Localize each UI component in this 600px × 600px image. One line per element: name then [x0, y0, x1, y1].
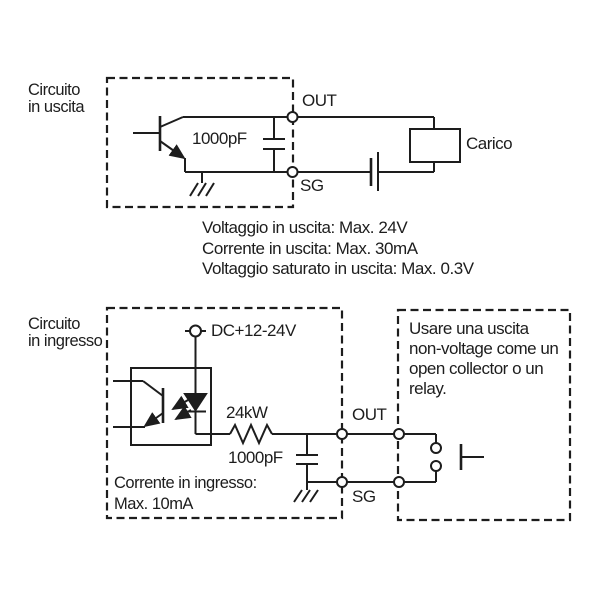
usage-note-dashed-box	[396, 308, 572, 522]
battery-symbol	[369, 152, 379, 191]
capacitor-symbol	[263, 117, 285, 172]
output-sg-label: SG	[300, 176, 324, 195]
output-spec-current: Corrente in uscita: Max. 30mA	[202, 238, 418, 258]
output-spec-saturation: Voltaggio saturato in uscita: Max. 0.3V	[202, 259, 474, 279]
dc-supply-terminal	[185, 324, 206, 338]
optocoupler-box	[130, 367, 212, 446]
output-capacitor-label: 1000pF	[192, 129, 247, 148]
output-circuit-diagram	[105, 76, 461, 209]
output-specs: Voltaggio in uscita: Max. 24V Corrente i…	[202, 218, 474, 280]
usage-note: Usare una uscita non-voltage come un ope…	[409, 319, 559, 398]
light-arrows-icon	[171, 395, 192, 421]
resistor-label: 24kW	[226, 403, 268, 422]
optocoupler-symbol	[113, 367, 212, 446]
output-circuit-title: Circuito in uscita	[28, 81, 85, 116]
ground-symbol-input	[293, 482, 319, 503]
input-circuit-diagram	[105, 306, 572, 522]
input-current-note: Corrente in ingresso: Max. 10mA	[114, 474, 257, 513]
sg-terminal-external	[393, 476, 405, 488]
resistor-symbol	[229, 422, 273, 446]
load-box	[409, 128, 461, 163]
out-terminal-external	[393, 428, 405, 440]
out-terminal	[286, 111, 299, 123]
capacitor-symbol-input	[296, 434, 318, 482]
input-circuit-title: Circuito in ingresso	[28, 315, 103, 350]
output-spec-voltage: Voltaggio in uscita: Max. 24V	[202, 218, 408, 237]
transistor-symbol	[133, 116, 186, 172]
output-circuit-dashed-box	[105, 76, 295, 209]
ground-symbol	[189, 172, 215, 197]
led-symbol	[183, 393, 208, 434]
dc-supply-label: DC+12-24V	[211, 321, 296, 340]
input-sg-label: SG	[352, 487, 376, 506]
sg-terminal	[286, 166, 299, 178]
input-circuit-dashed-box	[105, 306, 344, 520]
phototransistor-symbol	[113, 380, 165, 428]
load-label: Carico	[466, 134, 513, 153]
pushbutton-symbol	[430, 434, 484, 482]
sg-terminal-input	[336, 476, 348, 488]
input-capacitor-label: 1000pF	[228, 448, 283, 467]
output-out-label: OUT	[302, 91, 337, 110]
input-out-label: OUT	[352, 405, 387, 424]
out-terminal-input	[336, 428, 348, 440]
